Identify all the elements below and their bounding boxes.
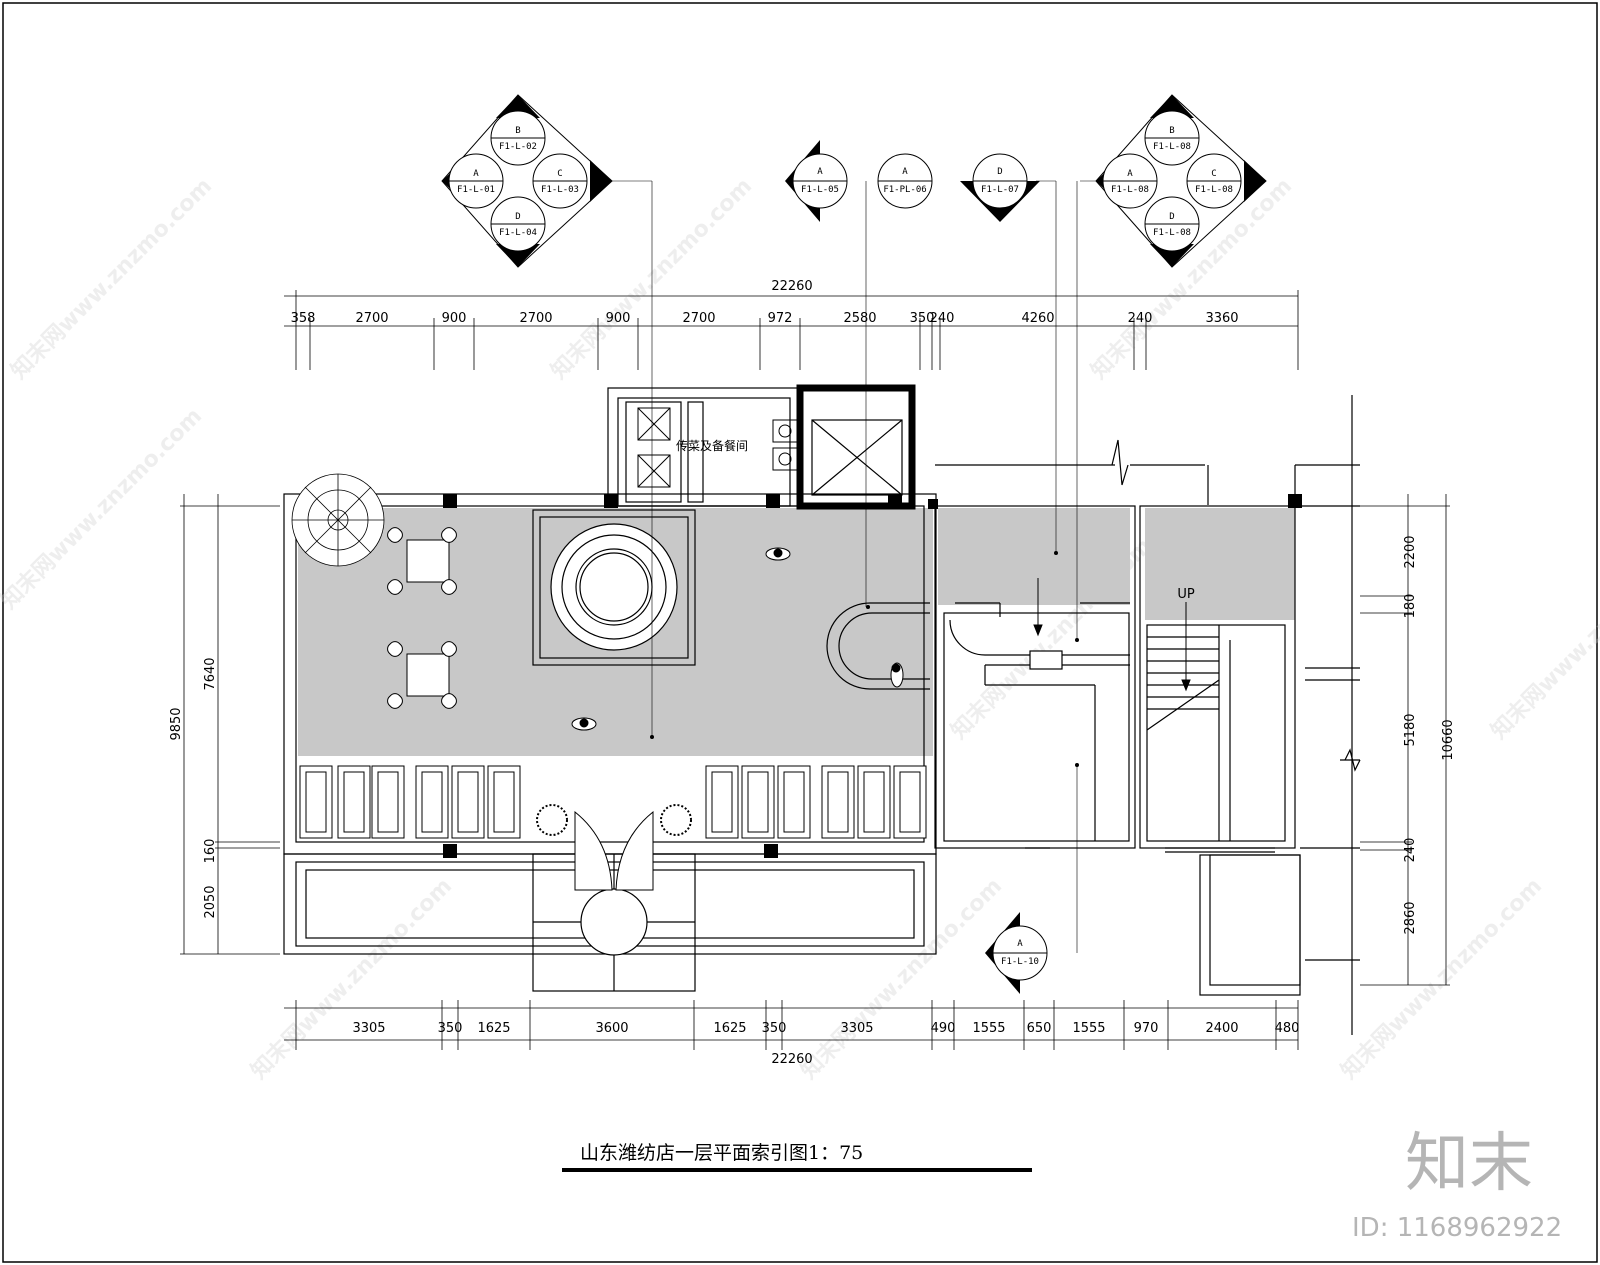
index-letter: C: [1211, 169, 1216, 179]
watermark: 知末网www.znzmo.com: [546, 173, 757, 384]
index-ref: F1-L-08: [1153, 142, 1191, 152]
stair-up-label: UP: [1177, 587, 1195, 602]
entrance-doors: [536, 804, 692, 891]
booth-seating: [299, 765, 927, 839]
dimension-top: 2580: [843, 311, 876, 326]
drawing-title: 山东潍纺店一层平面索引图1：75: [580, 1142, 863, 1164]
index-letter: B: [1169, 126, 1174, 136]
dining-table-set: [387, 527, 457, 709]
dimension-bottom: 3600: [595, 1021, 628, 1036]
index-leaders: [612, 180, 1100, 953]
room-label: 传菜及备餐间: [676, 438, 748, 453]
walls: [283, 384, 1361, 1035]
dimension-top: 900: [606, 311, 631, 326]
index-ref: F1-PL-06: [883, 185, 926, 195]
dimension-right: 240: [1403, 838, 1418, 863]
dimension-top: 2700: [519, 311, 552, 326]
index-letter: B: [515, 126, 520, 136]
index-letter: A: [902, 167, 908, 177]
dimension-top: 3360: [1205, 311, 1238, 326]
image-id: ID: 1168962922: [1352, 1213, 1562, 1243]
dimension-top: 2700: [682, 311, 715, 326]
dimension-left: 9850: [169, 707, 184, 740]
dimension-lines: [180, 295, 1450, 1041]
dimension-bottom: 1555: [1072, 1021, 1105, 1036]
dimension-bottom: 1555: [972, 1021, 1005, 1036]
kitchen-equipment: [637, 407, 798, 488]
dimension-left: 160: [203, 839, 218, 864]
watermark: 知末网www.znzmo.com: [246, 873, 457, 1084]
person-figures: [571, 547, 904, 731]
dimension-bottom: 2400: [1205, 1021, 1238, 1036]
dimension-bottom: 350: [438, 1021, 463, 1036]
index-letter: A: [1127, 169, 1133, 179]
dimension-right: 180: [1403, 594, 1418, 619]
index-ref: F1-L-05: [801, 185, 839, 195]
watermark: 知末网www.znzmo.com: [0, 403, 207, 614]
index-ref: F1-L-08: [1111, 185, 1149, 195]
dimension-top: 358: [291, 311, 316, 326]
dimension-right: 5180: [1403, 713, 1418, 746]
index-ref: F1-L-02: [499, 142, 537, 152]
section-index-group-2: B F1-L-08 A F1-L-08 C F1-L-08 D F1-L-08: [1095, 94, 1267, 268]
dimension-ticks: [295, 290, 1299, 1050]
stair-arrows: [1033, 578, 1191, 692]
index-ref: F1-L-07: [981, 185, 1019, 195]
dimension-right: 2860: [1403, 901, 1418, 934]
dimension-bottom: 970: [1134, 1021, 1159, 1036]
watermark: 知末网www.znzmo.com: [6, 173, 217, 384]
index-letter: D: [515, 212, 520, 222]
dimension-top: 350: [910, 311, 935, 326]
dimension-bottom: 490: [931, 1021, 956, 1036]
watermark: 知末网www.znzmo.com: [1486, 533, 1600, 744]
dimension-top: 4260: [1021, 311, 1054, 326]
section-index-group-1: B F1-L-02 A F1-L-01 C F1-L-03 D F1-L-04: [441, 94, 613, 268]
index-letter: C: [557, 169, 562, 179]
dimension-bottom: 1625: [713, 1021, 746, 1036]
section-index-d-07: D F1-L-07: [960, 153, 1040, 222]
index-letter: A: [817, 167, 823, 177]
dimension-top: 972: [768, 311, 793, 326]
index-ref: F1-L-08: [1153, 228, 1191, 238]
dimension-left: 2050: [203, 885, 218, 918]
columns: [443, 494, 1302, 858]
dimension-left: 7640: [203, 657, 218, 690]
index-ref: F1-L-03: [541, 185, 579, 195]
dimension-top: 2700: [355, 311, 388, 326]
dimension-top: 240: [1128, 311, 1153, 326]
section-index-a-10: A F1-L-10: [985, 912, 1048, 994]
index-ref: F1-L-01: [457, 185, 495, 195]
index-letter: D: [997, 167, 1002, 177]
dimension-bottom: 3305: [840, 1021, 873, 1036]
dimension-bottom: 350: [762, 1021, 787, 1036]
dimension-total-bottom: 22260: [771, 1052, 812, 1067]
index-ref: F1-L-10: [1001, 957, 1039, 967]
watermark: 知末网www.znzmo.com: [1336, 873, 1547, 1084]
index-letter: A: [1017, 939, 1023, 949]
dimension-top: 240: [930, 311, 955, 326]
dimension-right: 10660: [1441, 719, 1456, 760]
atrium-round-feature: [550, 523, 678, 651]
tree-symbol: [291, 473, 385, 567]
dimension-top: 900: [442, 311, 467, 326]
dimension-bottom: 1625: [477, 1021, 510, 1036]
index-ref: F1-L-08: [1195, 185, 1233, 195]
section-index-a-05: A F1-L-05: [785, 140, 848, 222]
brand-logo: 知末: [1405, 1127, 1533, 1201]
index-letter: A: [473, 169, 479, 179]
dimension-total-top: 22260: [771, 279, 812, 294]
section-index-a-pl-06: A F1-PL-06: [877, 153, 933, 209]
watermark: 知末网www.znzmo.com: [796, 873, 1007, 1084]
dimension-bottom: 480: [1275, 1021, 1300, 1036]
index-letter: D: [1169, 212, 1174, 222]
dimension-bottom: 650: [1027, 1021, 1052, 1036]
dimension-bottom: 3305: [352, 1021, 385, 1036]
index-ref: F1-L-04: [499, 228, 537, 238]
dimension-right: 2200: [1403, 535, 1418, 568]
